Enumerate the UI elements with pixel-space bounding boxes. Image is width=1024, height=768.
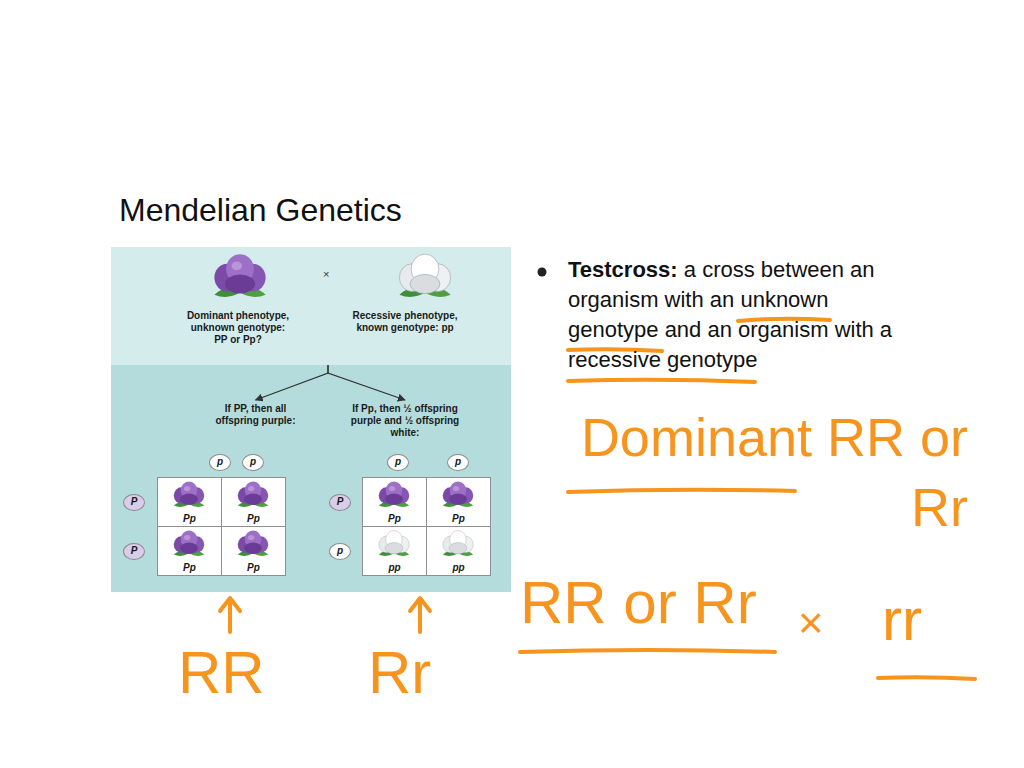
punnett-cell: pp <box>362 526 427 576</box>
offspring-genotype: Pp <box>158 562 221 574</box>
allele-letter: P <box>337 496 344 508</box>
allele-letter: P <box>131 496 138 508</box>
branch-arrow <box>256 365 329 400</box>
purple-flower <box>443 482 473 507</box>
handwritten-genotype: RR <box>178 638 265 707</box>
purple-flower <box>238 531 268 556</box>
punnett-cell: pp <box>426 526 491 576</box>
offspring-genotype: Pp <box>222 513 285 525</box>
gamete-circle: p <box>329 543 351 560</box>
purple-flower <box>379 482 409 507</box>
handwritten-genotype: Rr <box>368 638 431 707</box>
handwritten-cross: × <box>798 598 824 649</box>
allele-letter: p <box>250 456 256 468</box>
gamete-circle: P <box>123 494 145 511</box>
gamete-circle: P <box>123 543 145 560</box>
result-heading: If Pp, then ½ offspring purple and ½ off… <box>340 403 470 439</box>
offspring-genotype: Pp <box>158 513 221 525</box>
purple-flower <box>174 531 204 556</box>
orange-underline <box>878 677 975 679</box>
allele-letter: p <box>217 456 223 468</box>
punnett-cell: Pp <box>157 477 222 527</box>
punnett-cell: Pp <box>221 477 286 527</box>
orange-underline <box>568 380 755 382</box>
gamete-circle: P <box>329 494 351 511</box>
parent-band: Dominant phenotype, unknown genotype: PP… <box>111 247 511 365</box>
cross-symbol: × <box>323 268 329 280</box>
allele-letter: p <box>395 456 401 468</box>
gamete-circle: p <box>209 454 231 471</box>
bullet-dot <box>538 268 547 277</box>
punnett-cell: Pp <box>221 526 286 576</box>
grid-ground <box>157 477 286 576</box>
branch-arrow <box>328 365 405 400</box>
handwritten-note: RR or Rr <box>520 568 757 637</box>
white-flower <box>399 254 450 297</box>
purple-flower <box>174 482 204 507</box>
offspring-genotype: pp <box>363 562 426 574</box>
handwritten-note: Dominant RR or Rr <box>568 402 968 542</box>
slide-title: Mendelian Genetics <box>119 192 402 229</box>
result-heading: If PP, then all offspring purple: <box>213 403 298 427</box>
purple-flower <box>214 254 265 297</box>
orange-arrow <box>410 598 430 632</box>
handwritten-note: rr <box>882 585 922 654</box>
gamete-circle: p <box>387 454 409 471</box>
offspring-genotype: Pp <box>427 513 490 525</box>
punnett-square: If Pp, then ½ offspring purple and ½ off… <box>362 477 491 576</box>
allele-letter: p <box>455 456 461 468</box>
orange-underline <box>568 490 795 492</box>
offspring-genotype: Pp <box>222 562 285 574</box>
allele-letter: p <box>337 545 343 557</box>
grid-ground <box>362 477 491 576</box>
bullet-paragraph: Testcross:a cross between an organism wi… <box>568 255 908 375</box>
purple-flower <box>238 482 268 507</box>
parent-caption: Recessive phenotype, known genotype: pp <box>349 310 461 334</box>
white-flower <box>443 531 473 556</box>
allele-letter: P <box>131 545 138 557</box>
offspring-genotype: pp <box>427 562 490 574</box>
orange-arrow <box>220 598 240 632</box>
punnett-cell: Pp <box>157 526 222 576</box>
orange-underline <box>520 650 775 652</box>
white-flower <box>379 531 409 556</box>
term: Testcross: <box>568 257 678 282</box>
offspring-genotype: Pp <box>363 513 426 525</box>
punnett-cell: Pp <box>362 477 427 527</box>
punnett-cell: Pp <box>426 477 491 527</box>
figure-top-band <box>111 247 511 365</box>
punnett-square: If PP, then all offspring purple:PpPpPpP… <box>157 477 286 576</box>
figure-bottom-band <box>111 365 511 592</box>
parent-caption: Dominant phenotype, unknown genotype: PP… <box>185 310 291 346</box>
gamete-circle: p <box>447 454 469 471</box>
gamete-circle: p <box>242 454 264 471</box>
